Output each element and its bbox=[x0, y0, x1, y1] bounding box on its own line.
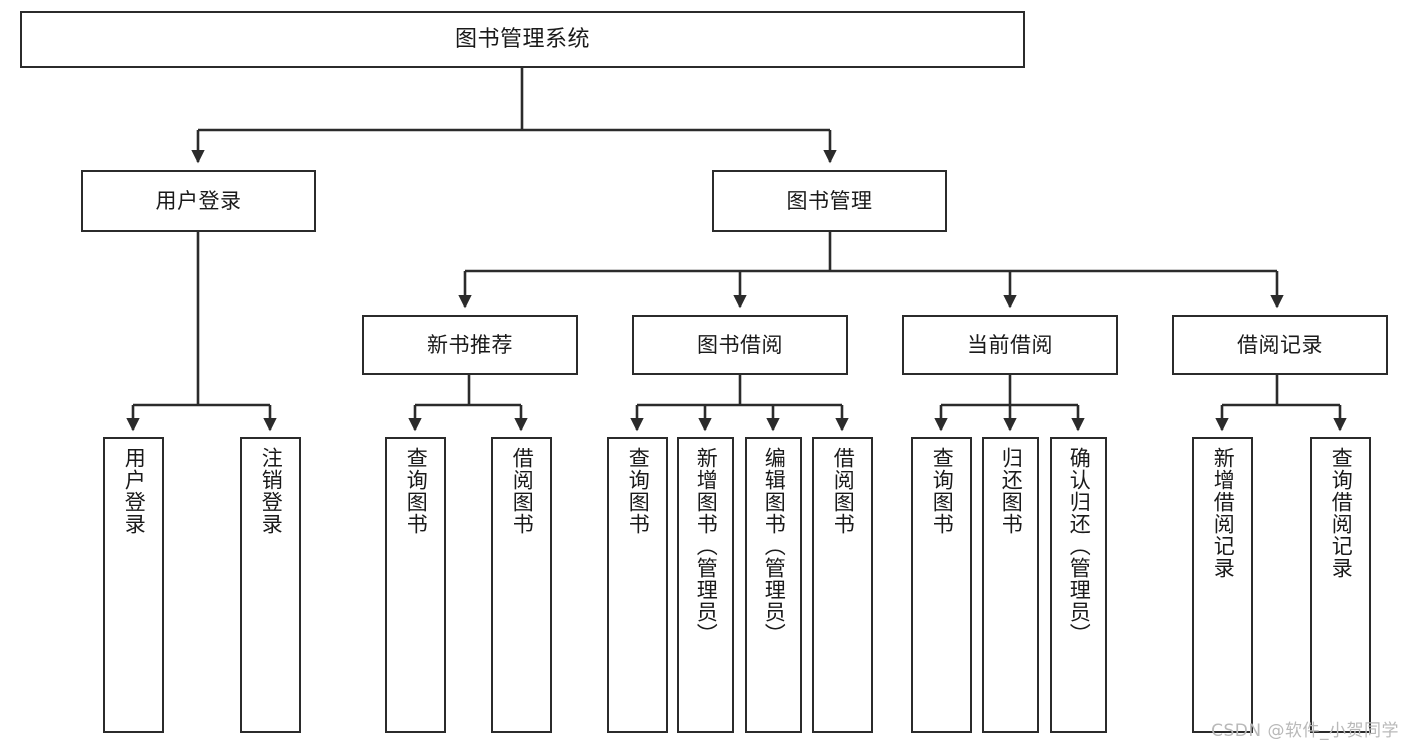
node-book-borrow[interactable]: 图书借阅 bbox=[632, 315, 848, 375]
node-label: 图书借阅 bbox=[697, 332, 783, 357]
node-borrow-record[interactable]: 借阅记录 bbox=[1172, 315, 1388, 375]
node-label: 借阅图书 bbox=[510, 447, 535, 535]
leaf-return-book[interactable]: 归还图书 bbox=[982, 437, 1039, 733]
leaf-add-book-admin[interactable]: 新增图书（管理员） bbox=[677, 437, 734, 733]
node-label: 查询图书 bbox=[404, 447, 429, 535]
node-new-book-recommend[interactable]: 新书推荐 bbox=[362, 315, 578, 375]
node-label: 查询图书 bbox=[626, 447, 651, 535]
leaf-confirm-return-admin[interactable]: 确认归还（管理员） bbox=[1050, 437, 1107, 733]
node-root-system[interactable]: 图书管理系统 bbox=[20, 11, 1025, 68]
node-label: 用户登录 bbox=[122, 447, 147, 535]
leaf-query-book-recommend[interactable]: 查询图书 bbox=[385, 437, 446, 733]
leaf-query-borrow-record[interactable]: 查询借阅记录 bbox=[1310, 437, 1371, 733]
node-label: 图书管理 bbox=[786, 188, 873, 213]
leaf-borrow-book[interactable]: 借阅图书 bbox=[812, 437, 873, 733]
node-label: 当前借阅 bbox=[967, 332, 1053, 357]
leaf-edit-book-admin[interactable]: 编辑图书（管理员） bbox=[745, 437, 802, 733]
leaf-logout[interactable]: 注销登录 bbox=[240, 437, 301, 733]
node-label: 借阅记录 bbox=[1237, 332, 1323, 357]
node-label: 新增图书（管理员） bbox=[694, 447, 719, 645]
leaf-borrow-book-recommend[interactable]: 借阅图书 bbox=[491, 437, 552, 733]
node-label: 查询图书 bbox=[930, 447, 955, 535]
node-label: 确认归还（管理员） bbox=[1067, 447, 1092, 645]
leaf-query-book-borrow[interactable]: 查询图书 bbox=[607, 437, 668, 733]
node-label: 归还图书 bbox=[999, 447, 1024, 535]
leaf-query-book-current[interactable]: 查询图书 bbox=[911, 437, 972, 733]
leaf-user-login[interactable]: 用户登录 bbox=[103, 437, 164, 733]
node-label: 查询借阅记录 bbox=[1329, 447, 1354, 579]
node-label: 用户登录 bbox=[155, 188, 242, 213]
csdn-watermark: CSDN @软件_小贺同学 bbox=[1211, 721, 1399, 741]
node-label: 新增借阅记录 bbox=[1211, 447, 1236, 579]
node-label: 借阅图书 bbox=[831, 447, 856, 535]
node-label: 注销登录 bbox=[259, 447, 284, 535]
node-book-management[interactable]: 图书管理 bbox=[712, 170, 947, 232]
node-label: 新书推荐 bbox=[427, 332, 513, 357]
node-user-login[interactable]: 用户登录 bbox=[81, 170, 316, 232]
node-label: 编辑图书（管理员） bbox=[762, 447, 787, 645]
node-current-borrow[interactable]: 当前借阅 bbox=[902, 315, 1118, 375]
node-label: 图书管理系统 bbox=[454, 26, 590, 52]
leaf-add-borrow-record[interactable]: 新增借阅记录 bbox=[1192, 437, 1253, 733]
